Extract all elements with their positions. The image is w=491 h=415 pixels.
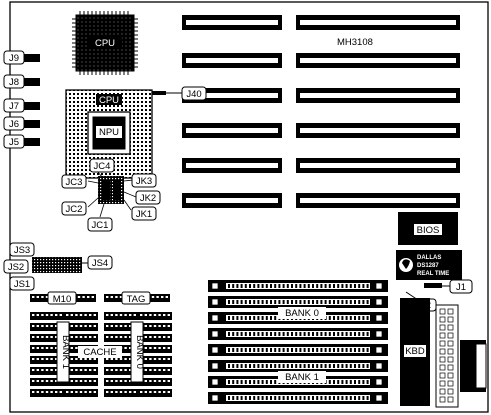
jumper-j1: J1 — [424, 279, 473, 294]
isa-slot-opening — [300, 20, 456, 25]
jumper-js3 — [9, 242, 35, 257]
jc1-label: JC1 — [92, 220, 109, 231]
isa-slot-opening — [186, 163, 278, 168]
j40-label: J40 — [186, 89, 201, 100]
jumper-jc1 — [87, 217, 113, 232]
jk3-label: JK3 — [136, 176, 152, 187]
j1-label: J1 — [456, 282, 466, 293]
jk2-label: JK2 — [140, 193, 156, 204]
js3-label: JS3 — [14, 245, 30, 256]
jumper-js2 — [3, 259, 29, 274]
j9-label: J9 — [9, 53, 19, 64]
cpu-top-label: CPU — [95, 38, 115, 49]
js4-label: JS4 — [92, 258, 108, 269]
simm-slot-opening — [226, 347, 370, 353]
simm-slot-opening — [226, 395, 370, 401]
j6-label: J6 — [9, 119, 19, 130]
cache-memory: M10 TAG BANK 1 BANK 0 CACHE — [30, 291, 172, 397]
jc4-label: JC4 — [94, 161, 111, 172]
jumper-jk3 — [131, 173, 157, 188]
cache-label-bg — [78, 346, 122, 358]
isa-slot-opening — [186, 20, 278, 25]
npu-label: NPU — [99, 127, 119, 138]
bios-chip: BIOS — [398, 212, 458, 245]
rtc-line2: DS1287 — [417, 263, 439, 269]
memory-banks: BANK 0 BANK 1 — [208, 280, 388, 404]
rtc-line1: DALLAS — [417, 255, 441, 261]
isa-slot-opening — [186, 128, 278, 133]
header-pins — [24, 54, 40, 62]
simm-slot-opening — [226, 283, 370, 289]
rtc-line3: REAL TIME — [417, 271, 449, 277]
model-label: MH3108 — [337, 37, 373, 48]
isa-slot-opening — [300, 163, 456, 168]
jumper-jk2 — [135, 190, 161, 205]
j5-label: J5 — [9, 137, 19, 148]
jumper-js1 — [9, 276, 35, 291]
cache-bank0-box — [130, 321, 144, 383]
keyboard-area: J2 KBD — [400, 291, 487, 408]
simm-slot-opening — [226, 363, 370, 369]
cpu-chip-top: CPU — [72, 11, 138, 75]
bank1-label-bg — [278, 371, 326, 383]
isa-slot-opening — [186, 93, 278, 98]
cpu-socket-label: CPU — [99, 95, 119, 106]
j7-label: J7 — [9, 101, 19, 112]
jk1-label: JK1 — [136, 209, 152, 220]
tag-label: TAG — [127, 294, 146, 305]
header-pins — [24, 120, 40, 128]
isa-slot-opening — [300, 58, 456, 63]
jumper-j40: J40 — [152, 86, 207, 101]
isa-slot-opening — [300, 198, 456, 203]
expansion-slots — [182, 15, 460, 208]
cache-bank1-box — [56, 321, 70, 383]
j8-label: J8 — [9, 77, 19, 88]
tag-label-box — [121, 291, 151, 305]
jumper-jc4 — [89, 158, 115, 173]
js2-label: JS2 — [8, 262, 24, 273]
jumper-jc2 — [61, 201, 87, 216]
cache-label: CACHE — [83, 347, 116, 358]
m10-label-box — [47, 291, 77, 305]
rtc-chip: DALLAS DS1287 REAL TIME — [396, 250, 462, 280]
simm-slot-opening — [226, 299, 370, 305]
cache-bank1-label: BANK 1 — [60, 335, 71, 369]
cache-bank0-label: BANK 0 — [134, 335, 145, 369]
header-pins — [24, 78, 40, 86]
header-pins — [24, 138, 40, 146]
jumper-js4 — [87, 255, 113, 270]
simm-slot-opening — [226, 331, 370, 337]
jc3-label: JC3 — [66, 177, 83, 188]
jumper-jc3 — [61, 174, 87, 189]
m10-label: M10 — [53, 294, 71, 305]
isa-slot-opening — [300, 128, 456, 133]
bank0-label: BANK 0 — [285, 308, 319, 319]
jumper-jk1 — [131, 206, 157, 221]
js1-label: JS1 — [14, 279, 30, 290]
isa-slot-opening — [300, 93, 456, 98]
isa-slot-opening — [186, 198, 278, 203]
bank1-label: BANK 1 — [285, 372, 319, 383]
jc2-label: JC2 — [66, 204, 83, 215]
kbd-label: KBD — [405, 346, 425, 357]
bios-label: BIOS — [417, 225, 440, 236]
bank0-label-bg — [278, 307, 326, 319]
header-pins — [24, 102, 40, 110]
isa-slot-opening — [186, 58, 278, 63]
